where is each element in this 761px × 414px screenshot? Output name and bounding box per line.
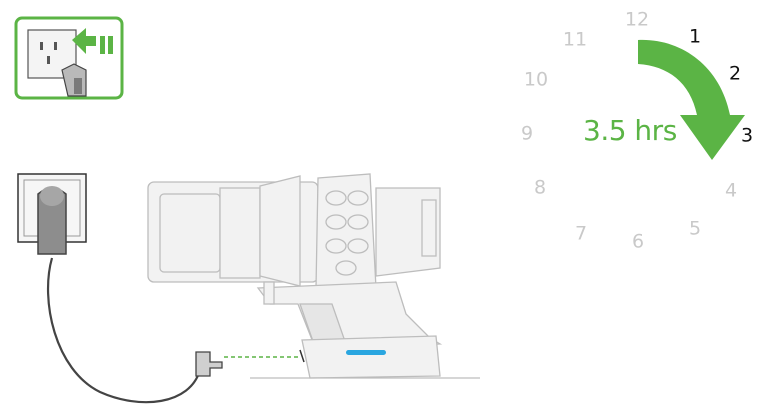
charge-time-label: 3.5 hrs [583, 114, 677, 147]
charge-duration-arrow [638, 39, 745, 161]
clock-number-9: 9 [520, 122, 534, 145]
wall-socket-plug-in-icon [14, 16, 124, 100]
clock-number-8: 8 [533, 176, 547, 199]
vacuum-handheld-unit [147, 173, 480, 379]
clock-number-7: 7 [574, 222, 588, 245]
clock-number-6: 6 [631, 230, 645, 253]
clock-number-3: 3 [740, 124, 754, 147]
clock-number-4: 4 [724, 179, 738, 202]
clock-number-11: 11 [562, 28, 588, 51]
clock-number-10: 10 [523, 68, 549, 91]
clock-number-12: 12 [624, 8, 650, 31]
wall-socket-with-charger [17, 173, 87, 255]
clock-number-5: 5 [688, 217, 702, 240]
clock-number-2: 2 [728, 62, 742, 85]
clock-number-1: 1 [688, 25, 702, 48]
